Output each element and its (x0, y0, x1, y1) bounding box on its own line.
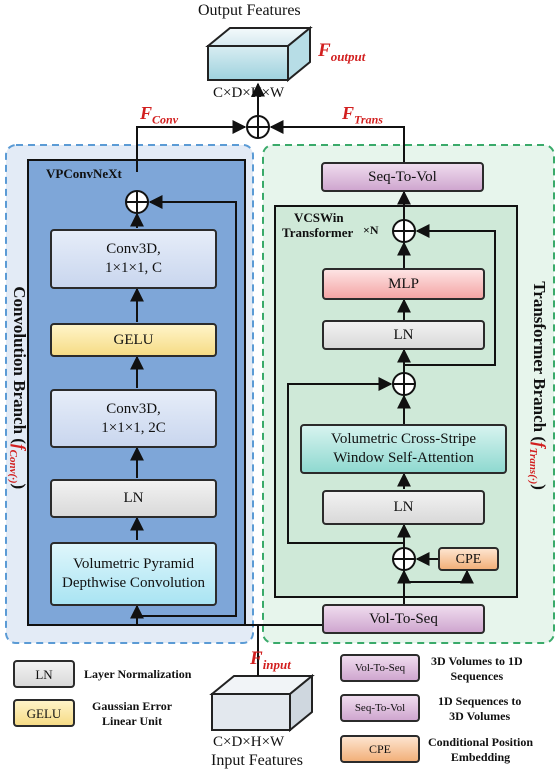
vpconvnext-title: VPConvNeXt (46, 166, 122, 181)
legend-cpe-key: CPE (340, 735, 420, 763)
conv3d-c-line2: 1×1×1, C (105, 260, 162, 276)
vpdc-line2: Depthwise Convolution (62, 575, 205, 591)
conv3d-2c-line2: 1×1×1, 2C (101, 419, 166, 436)
seq-to-vol-box: Seq-To-Vol (321, 162, 484, 192)
conv-branch-title-text: Convolution Branch ( (10, 286, 30, 444)
input-cube-icon (209, 673, 315, 733)
conv-ln-box: LN (50, 479, 217, 518)
legend-seq-to-vol-desc-line1: 1D Sequences to (438, 694, 522, 708)
legend-gelu-desc: Gaussian Error Linear Unit (92, 699, 172, 729)
legend-gelu-desc-line2: Linear Unit (102, 714, 163, 728)
legend-seq-to-vol-key: Seq-To-Vol (340, 694, 420, 722)
conv-branch-title: Convolution Branch (fConv(·)) (7, 286, 29, 516)
input-symbol-f: F (250, 648, 263, 669)
output-features-label: Output Features (198, 2, 301, 19)
trans-ln-bottom-box: LN (322, 490, 485, 525)
vcswin-title-line2: Transformer (282, 225, 354, 240)
legend-ln-desc-line1: Layer Normalization (84, 667, 192, 681)
vcsw-attention-line1: Volumetric Cross-Stripe (330, 431, 477, 447)
legend-seq-to-vol-desc: 1D Sequences to 3D Volumes (438, 694, 521, 724)
conv3d-2c-box: Conv3D, 1×1×1, 2C (50, 389, 217, 448)
mlp-box: MLP (322, 268, 485, 300)
trans-branch-title-text: Transformer Branch ( (530, 281, 550, 443)
input-symbol-sub: input (262, 656, 291, 672)
f-trans-sub: Trans (354, 112, 383, 127)
legend-vol-to-seq-desc-line2: Sequences (450, 669, 504, 683)
legend-ln-desc: Layer Normalization (84, 667, 191, 682)
f-conv-f: F (140, 103, 153, 123)
legend-cpe-desc-line1: Conditional Position (428, 735, 534, 749)
legend-vol-to-seq-key: Vol-To-Seq (340, 654, 420, 682)
vcsw-attention-line2: Window Self-Attention (333, 450, 474, 466)
legend-vol-to-seq-desc-line1: 3D Volumes to 1D (431, 654, 523, 668)
legend-seq-to-vol-desc-line2: 3D Volumes (449, 709, 511, 723)
vcswin-block (274, 205, 518, 598)
vol-to-seq-box: Vol-To-Seq (322, 604, 485, 634)
repeat-n-label: ×N (363, 223, 379, 237)
legend-vol-to-seq-desc: 3D Volumes to 1D Sequences (431, 654, 523, 684)
legend-cpe-desc-line2: Embedding (450, 750, 511, 764)
input-dims: C×D×H×W (213, 734, 285, 750)
vcswin-title-line1: VCSWin (294, 210, 344, 225)
vcswin-title: VCSWin Transformer (282, 210, 353, 240)
input-symbol: Finput (250, 648, 291, 673)
conv3d-c-box: Conv3D, 1×1×1, C (50, 229, 217, 289)
input-features-label: Input Features (211, 752, 303, 769)
legend-cpe-desc: Conditional Position Embedding (428, 735, 533, 765)
f-trans-f: F (342, 103, 355, 123)
trans-branch-func-sub: Trans(·) (526, 447, 539, 485)
output-dims: C×D×H×W (213, 85, 285, 101)
trans-ln-top-box: LN (322, 320, 485, 350)
vpdc-line1: Volumetric Pyramid (73, 556, 194, 572)
conv3d-c-line1: Conv3D, (106, 241, 161, 257)
conv-branch-func-sub: Conv(·) (6, 449, 19, 484)
legend-ln-key: LN (13, 660, 75, 688)
f-conv-label: FConv (140, 103, 178, 128)
output-symbol-sub: output (330, 48, 366, 64)
gelu-box: GELU (50, 323, 217, 357)
trans-branch-close: ) (530, 484, 550, 490)
vpdc-box: Volumetric Pyramid Depthwise Convolution (50, 542, 217, 606)
output-symbol: Foutput (318, 40, 365, 65)
conv3d-2c-line1: Conv3D, (106, 400, 161, 417)
cpe-box: CPE (438, 547, 499, 571)
legend-gelu-desc-line1: Gaussian Error (92, 699, 173, 713)
legend-gelu-key: GELU (13, 699, 75, 727)
output-cube-icon (205, 25, 313, 83)
f-conv-sub: Conv (152, 112, 179, 127)
vcsw-attention-box: Volumetric Cross-Stripe Window Self-Atte… (300, 424, 507, 474)
f-trans-label: FTrans (342, 103, 383, 128)
output-symbol-f: F (318, 40, 331, 61)
trans-branch-title: Transformer Branch (fTrans(·)) (527, 281, 549, 521)
conv-branch-close: ) (10, 483, 30, 490)
